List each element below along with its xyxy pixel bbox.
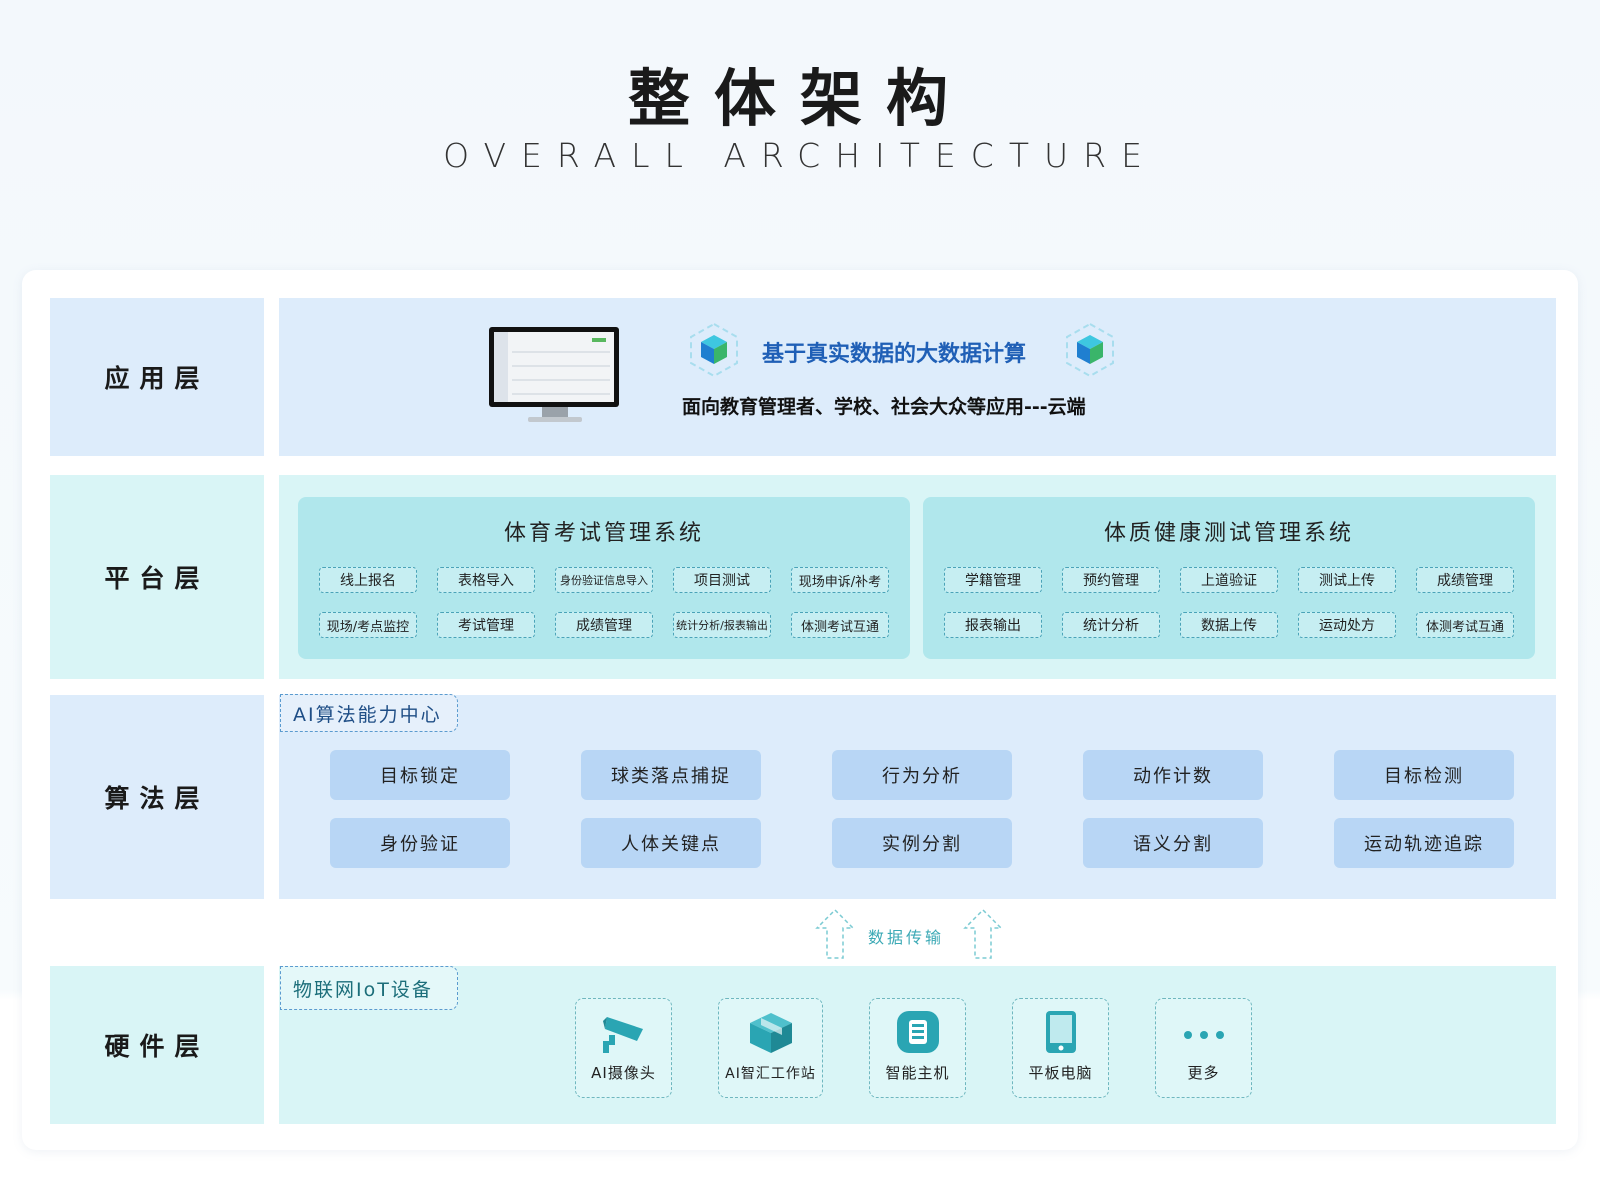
algorithm-item[interactable]: 实例分割 (832, 818, 1012, 868)
system-module-chip[interactable]: 上道验证 (1180, 567, 1278, 593)
device-label: AI摄像头 (591, 1064, 656, 1082)
data-transfer-label: 数据传输 (868, 928, 945, 947)
system-module-chip[interactable]: 表格导入 (437, 567, 535, 593)
sports-exam-system: 体育考试管理系统 线上报名 表格导入 身份验证信息导入 项目测试 现场申诉/补考… (298, 497, 910, 659)
system-module-chip[interactable]: 成绩管理 (555, 612, 653, 638)
page-subtitle: OVERALL ARCHITECTURE (443, 136, 1157, 175)
platform-layer-label: 平台层 (50, 475, 264, 679)
ai-algorithm-center-tag: AI算法能力中心 (280, 694, 458, 732)
up-arrow-icon (815, 908, 855, 959)
page-title: 整体架构 (627, 62, 972, 135)
fitness-test-system: 体质健康测试管理系统 学籍管理 预约管理 上道验证 测试上传 成绩管理 报表输出… (923, 497, 1535, 659)
iot-devices-tag: 物联网IoT设备 (280, 966, 458, 1010)
algorithm-item[interactable]: 目标检测 (1334, 750, 1514, 800)
device-card[interactable]: 更多 (1155, 998, 1252, 1098)
device-label: AI智汇工作站 (725, 1066, 816, 1082)
hardware-layer-label: 硬件层 (50, 966, 264, 1124)
system-module-chip[interactable]: 统计分析 (1062, 612, 1160, 638)
monitor-icon (489, 327, 619, 422)
host-icon (896, 1011, 939, 1053)
device-label: 更多 (1187, 1064, 1220, 1082)
device-card[interactable]: 智能主机 (869, 998, 966, 1098)
system-module-chip[interactable]: 体测考试互通 (1416, 612, 1514, 638)
system-module-chip[interactable]: 项目测试 (673, 567, 771, 593)
application-layer-panel (279, 298, 1556, 456)
system-module-chip[interactable]: 现场申诉/补考 (791, 567, 889, 593)
algorithm-item[interactable]: 人体关键点 (581, 818, 761, 868)
data-cube-icon (1066, 322, 1114, 378)
device-label: 智能主机 (885, 1064, 950, 1082)
system-module-chip[interactable]: 成绩管理 (1416, 567, 1514, 593)
algorithm-layer-label: 算法层 (50, 695, 264, 899)
system-module-chip[interactable]: 考试管理 (437, 612, 535, 638)
data-cube-icon (690, 322, 738, 378)
system-module-chip[interactable]: 数据上传 (1180, 612, 1278, 638)
algorithm-item[interactable]: 运动轨迹追踪 (1334, 818, 1514, 868)
app-subline: 面向教育管理者、学校、社会大众等应用---云端 (682, 396, 1086, 418)
app-headline: 基于真实数据的大数据计算 (762, 342, 1027, 367)
system-module-chip[interactable]: 运动处方 (1298, 612, 1396, 638)
algorithm-item[interactable]: 语义分割 (1083, 818, 1263, 868)
algorithm-item[interactable]: 球类落点捕捉 (581, 750, 761, 800)
system-module-chip[interactable]: 学籍管理 (944, 567, 1042, 593)
system-module-chip[interactable]: 体测考试互通 (791, 612, 889, 638)
system-module-chip[interactable]: 统计分析/报表输出 (673, 612, 771, 638)
algorithm-item[interactable]: 行为分析 (832, 750, 1012, 800)
system-module-chip[interactable]: 现场/考点监控 (319, 612, 417, 638)
system-module-chip[interactable]: 身份验证信息导入 (555, 567, 653, 593)
algorithm-item[interactable]: 目标锁定 (330, 750, 510, 800)
device-label: 平板电脑 (1028, 1064, 1093, 1082)
system-title: 体质健康测试管理系统 (1103, 521, 1354, 546)
device-card[interactable]: AI智汇工作站 (718, 998, 823, 1098)
algorithm-item[interactable]: 身份验证 (330, 818, 510, 868)
system-module-chip[interactable]: 预约管理 (1062, 567, 1160, 593)
more-icon (1183, 1031, 1224, 1039)
system-module-chip[interactable]: 测试上传 (1298, 567, 1396, 593)
system-title: 体育考试管理系统 (503, 521, 704, 546)
camera-icon (602, 1017, 643, 1053)
up-arrow-icon (963, 908, 1003, 959)
device-card[interactable]: AI摄像头 (575, 998, 672, 1098)
system-module-chip[interactable]: 线上报名 (319, 567, 417, 593)
tablet-icon (1045, 1011, 1076, 1053)
system-module-chip[interactable]: 报表输出 (944, 612, 1042, 638)
algorithm-item[interactable]: 动作计数 (1083, 750, 1263, 800)
device-card[interactable]: 平板电脑 (1012, 998, 1109, 1098)
application-layer-label: 应用层 (50, 298, 264, 456)
box-icon (749, 1013, 792, 1053)
